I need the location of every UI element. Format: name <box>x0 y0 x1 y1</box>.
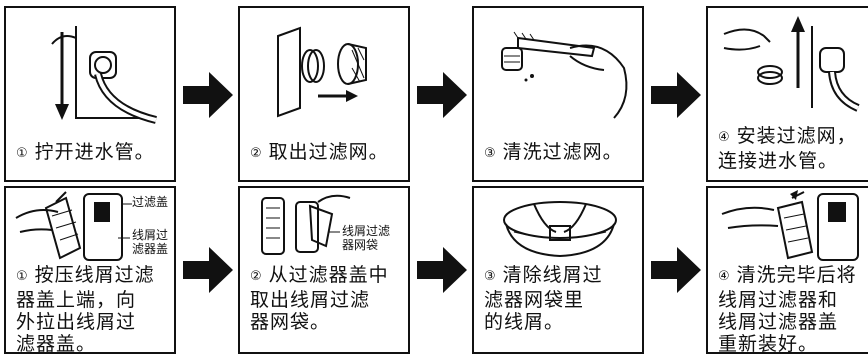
pull-lint-filter-cover-illustration <box>15 191 132 261</box>
install-filter-illustration <box>723 16 860 112</box>
unscrew-inlet-hose-illustration <box>51 26 157 124</box>
lint-filter-cover-label: 线屑过 滤器盖 <box>132 228 169 256</box>
remove-filter-illustration <box>277 26 367 118</box>
arrow-right-icon <box>651 72 701 118</box>
arrow-right-icon <box>417 72 467 118</box>
arrow-right-icon <box>183 247 233 293</box>
clear-lint-illustration <box>503 201 617 258</box>
arrow-right-icon <box>183 72 233 118</box>
lint-filter-bag-label: 线屑过滤 器网袋 <box>342 224 391 252</box>
arrow-right-icon <box>651 247 701 293</box>
reinstall-lint-filter-illustration <box>721 190 859 261</box>
remove-lint-bag-illustration <box>261 194 351 255</box>
filter-cover-label: 过滤盖 <box>132 195 169 209</box>
arrow-right-icon <box>417 247 467 293</box>
clean-filter-illustration <box>501 31 628 119</box>
